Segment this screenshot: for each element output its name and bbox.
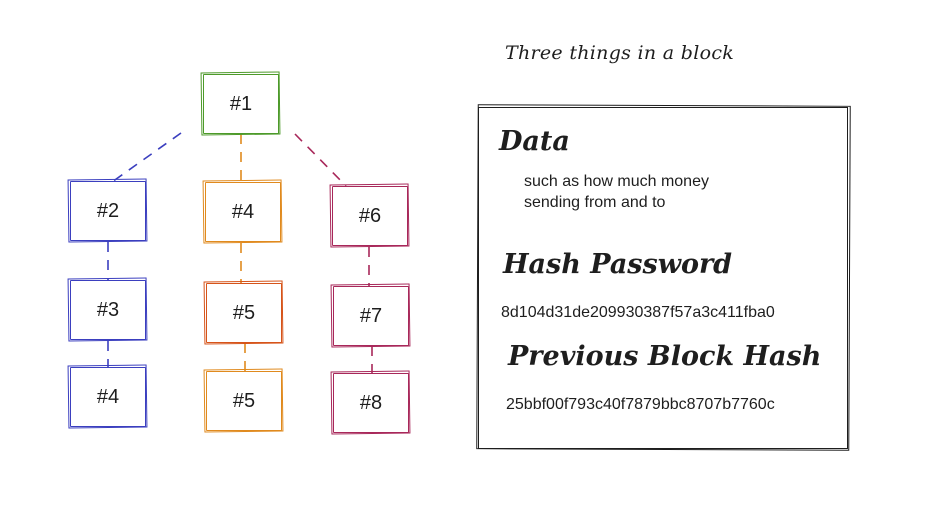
node-4-center-label: #4 <box>231 200 255 223</box>
node-4-left: #4 <box>67 364 148 429</box>
data-description-line-2: sending from and to <box>524 194 666 211</box>
node-2-label: #2 <box>96 199 120 222</box>
node-8: #8 <box>330 370 411 435</box>
node-4-center: #4 <box>202 179 283 244</box>
edge-1-2 <box>111 132 182 183</box>
node-7-label: #7 <box>359 304 383 327</box>
node-6-label: #6 <box>358 204 382 227</box>
diagram-title: Three things in a block <box>505 42 735 64</box>
node-2: #2 <box>67 178 148 243</box>
node-6: #6 <box>329 183 410 248</box>
node-3-label: #3 <box>96 298 120 321</box>
node-4-left-label: #4 <box>96 385 120 408</box>
node-5-lower-label: #5 <box>232 389 256 412</box>
data-description-line-1: such as how much money <box>524 173 709 190</box>
hash-heading: Hash Password <box>503 249 733 280</box>
node-5-upper: #5 <box>203 280 284 345</box>
node-7: #7 <box>330 283 411 348</box>
previous-hash-value: 25bbf00f793c40f7879bbc8707b7760c <box>506 396 775 413</box>
node-5-lower: #5 <box>203 368 284 433</box>
edge-1-6 <box>294 133 347 187</box>
node-8-label: #8 <box>359 391 383 414</box>
data-heading: Data <box>499 126 570 157</box>
node-3: #3 <box>67 277 148 342</box>
block-panel: Data such as how much money sending from… <box>476 104 851 451</box>
hash-value: 8d104d31de209930387f57a3c411fba0 <box>501 304 775 321</box>
node-5-upper-label: #5 <box>232 301 256 324</box>
node-1: #1 <box>200 71 281 136</box>
data-description: such as how much money sending from and … <box>524 171 709 213</box>
previous-hash-heading: Previous Block Hash <box>508 341 822 372</box>
node-1-label: #1 <box>229 92 253 115</box>
